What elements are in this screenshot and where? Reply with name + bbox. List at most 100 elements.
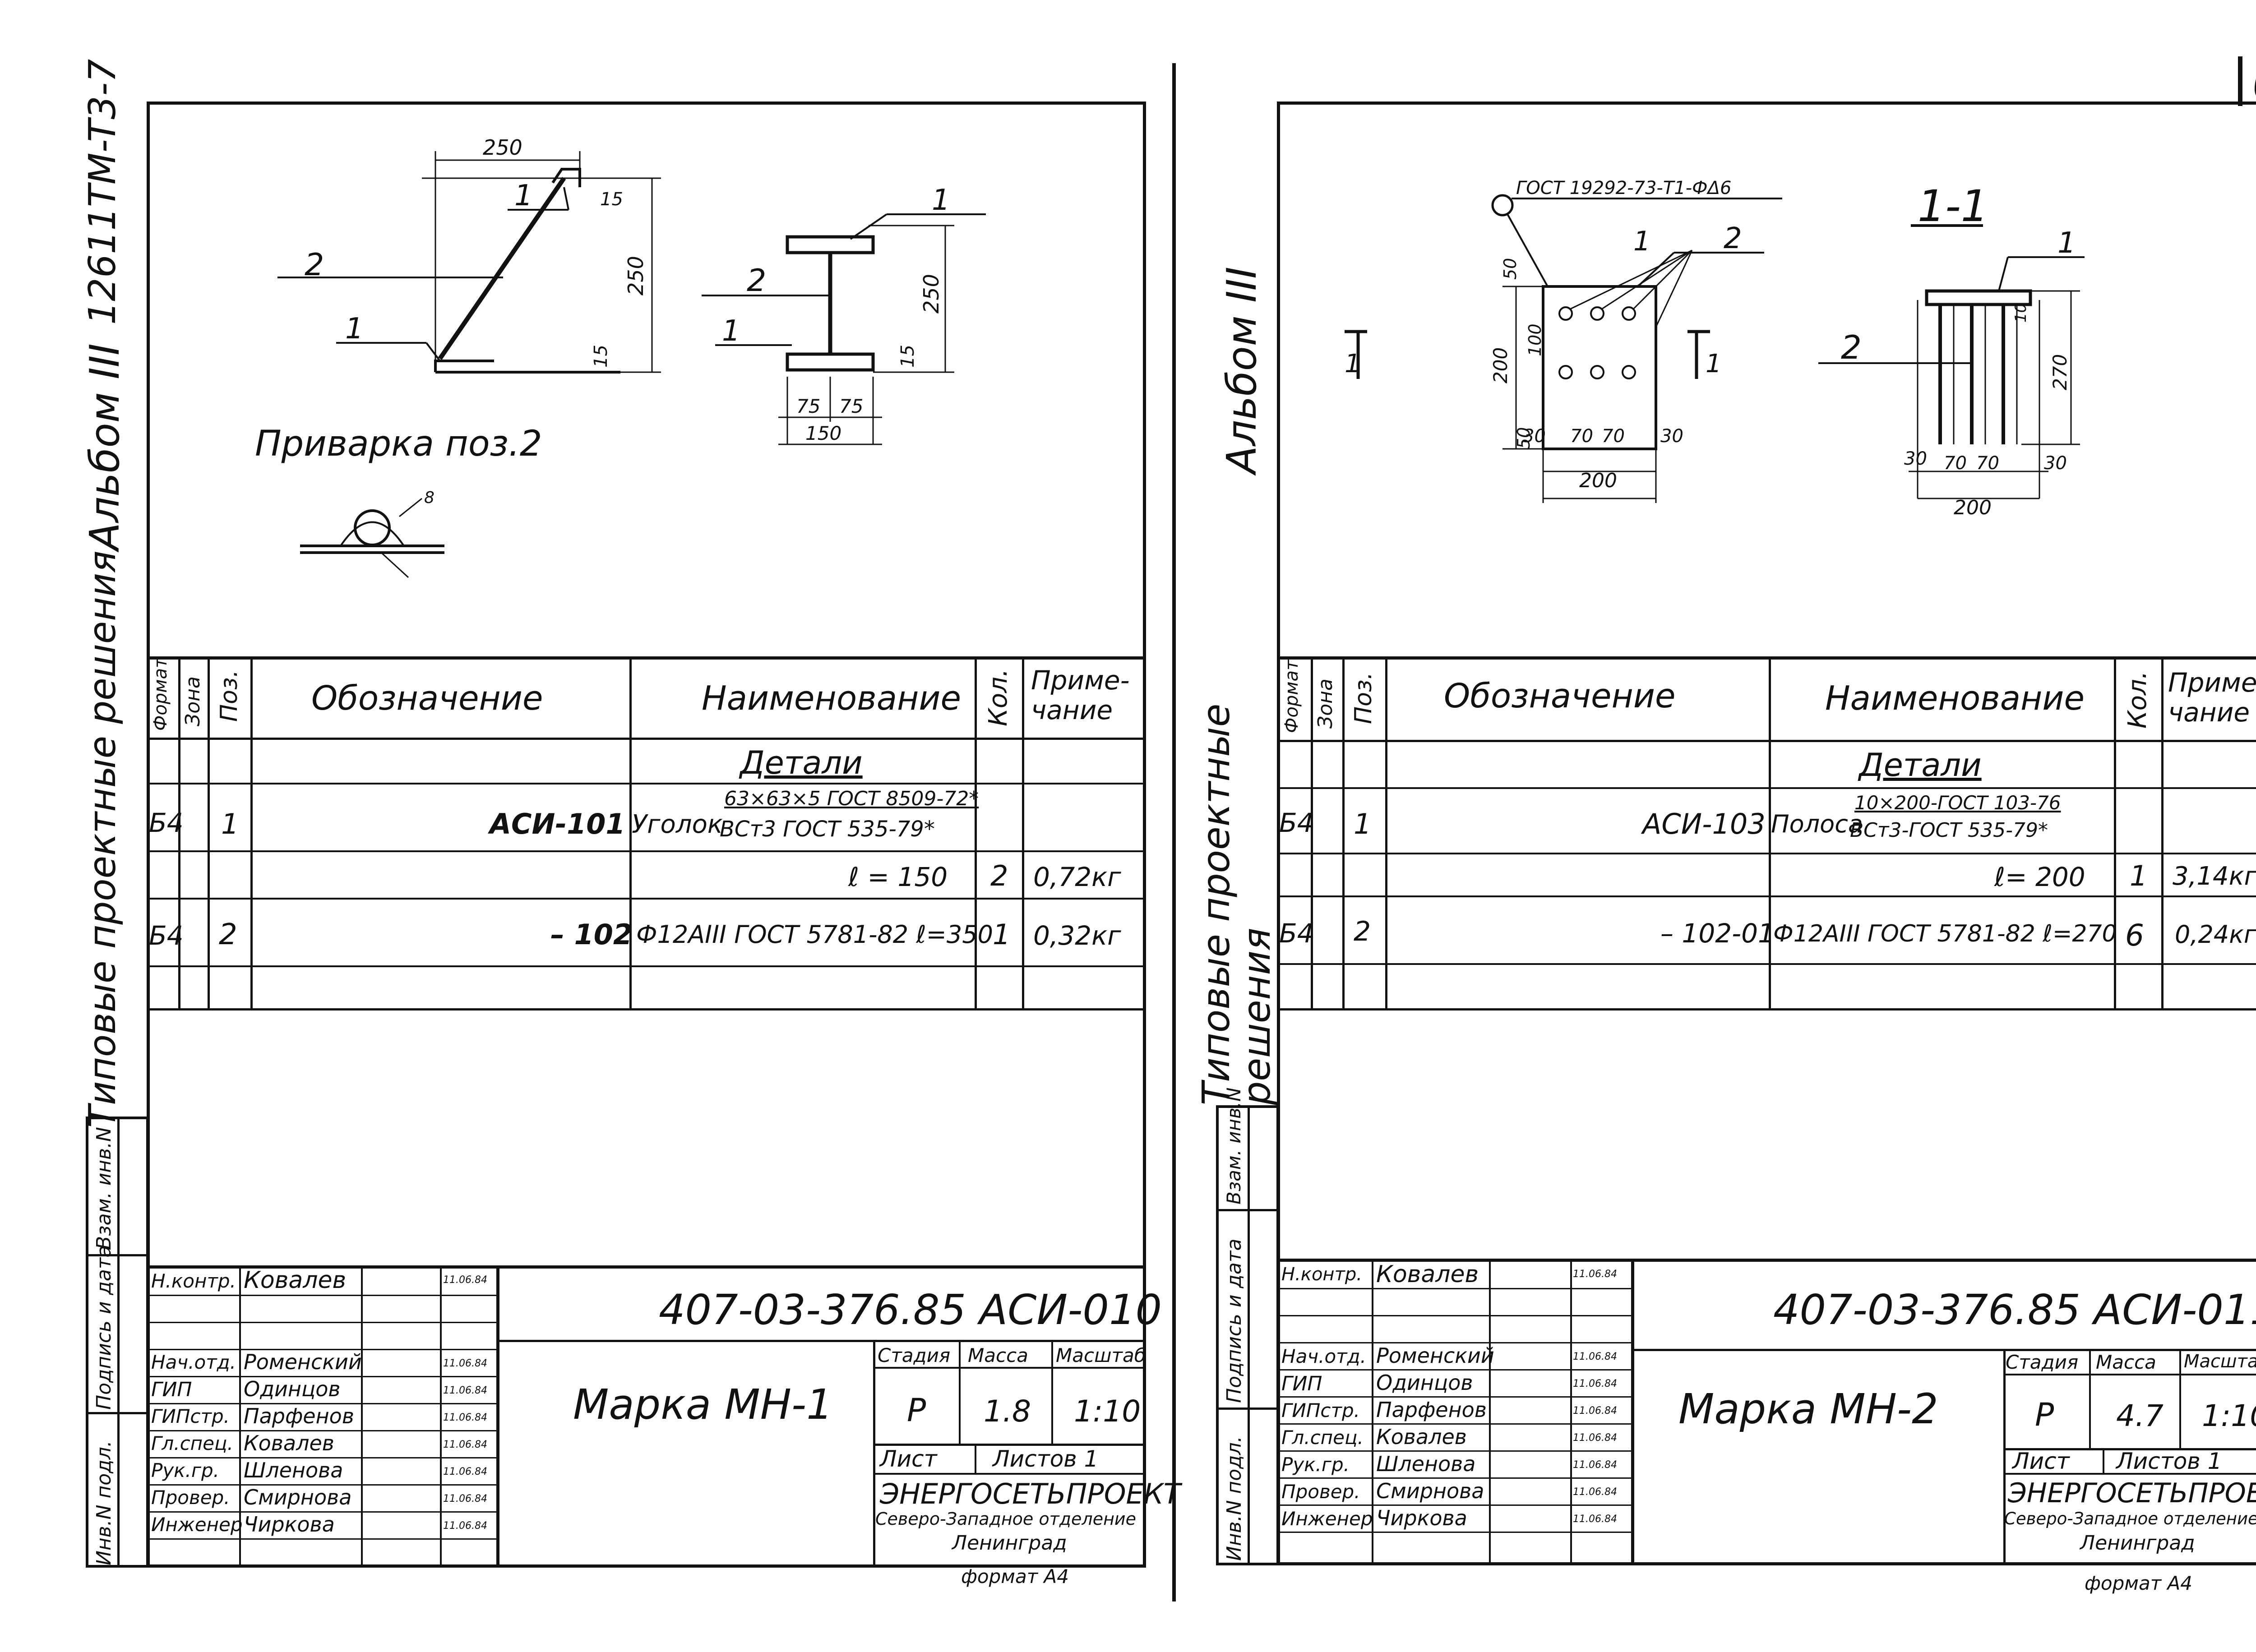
p5-name: Парфенов [244,1404,354,1428]
hdr-format: Формат [1281,660,1302,733]
row3-pos: 2 [1354,916,1371,947]
p4-name: Одинцов [244,1377,341,1401]
dim-s30b: 30 [2044,453,2067,474]
p3-name: Роменский [1376,1343,1494,1368]
p6-role: Гл.спец. [151,1432,233,1454]
p9-role: Инженер [151,1514,243,1536]
hdr-zone: Зона [1314,678,1337,729]
hdr-zone: Зона [181,676,204,726]
p5-date: 11.06.84 [1573,1405,1617,1417]
leader-gost: ГОСТ 19292-73-Т1-ФΔ6 [1516,178,1731,198]
p0-name: Ковалев [1376,1261,1479,1288]
stamp-inv: Инв.N подл. [92,1440,116,1565]
p9-role: Инженер [1281,1508,1373,1530]
hdr-designation: Обозначение [1444,677,1676,715]
frame-right [1277,102,2256,1565]
album-label: Альбом III [81,343,129,550]
dim-10: 10 [2012,303,2030,323]
row1-name-top: 10×200-ГОСТ 103-76 [1854,792,2061,814]
dim-270: 270 [2049,354,2071,390]
row3-qty: 1 [993,918,1011,951]
p4-date: 11.06.84 [1573,1378,1617,1389]
org-branch: Северо-Западное отделение [2004,1509,2256,1528]
row2-name: ℓ= 200 [1994,862,2085,892]
dim-30b: 30 [1660,426,1683,447]
series-code: 12611TM-T3-7 [81,59,124,325]
p4-role: ГИП [1281,1372,1322,1395]
p6-name: Ковалев [1376,1425,1467,1449]
p8-date: 11.06.84 [1573,1486,1617,1498]
dim-8: 8 [424,489,435,507]
p4-date: 11.06.84 [443,1385,487,1396]
pos-1d: 1 [722,314,740,348]
pos-1a: 1 [345,312,364,346]
pos-1b: 1 [2057,226,2076,260]
row3-note: 0,32кг [1033,920,1121,951]
p9-date: 11.06.84 [443,1520,487,1532]
side-label: Типовые проектные решения [1194,703,1279,1105]
format-label-right: формат А4 [2085,1572,2192,1594]
hdr-qty: Кол. [2123,671,2152,729]
p4-role: ГИП [151,1378,192,1401]
dim-75b: 75 [839,395,863,417]
row1-name-bottom: ВСт3 ГОСТ 535-79* [720,817,935,842]
dim-50b: 50 [1514,427,1534,449]
p8-name: Смирнова [1376,1479,1484,1503]
org-city: Ленинград [2080,1532,2195,1555]
stamp-podpis: Подпись и дата [92,1245,116,1410]
dim-15-side: 15 [591,345,611,368]
scale-value: 1:10 [1074,1394,1141,1429]
row3-format: Б4 [1279,918,1314,949]
p7-date: 11.06.84 [1573,1459,1617,1471]
org-name: ЭНЕРГОСЕТЬПРОЕКТ [2008,1477,2256,1509]
sheets-header: Листов 1 [993,1446,1099,1472]
stage-header: Стадия [878,1344,951,1366]
dim-15-i: 15 [897,345,918,368]
row1-name-top: 63×63×5 ГОСТ 8509-72* [724,787,979,810]
p0-date: 11.06.84 [443,1274,487,1286]
sheet-header: Лист [880,1446,937,1472]
row3-designation: – 102 [550,918,633,951]
p3-date: 11.06.84 [1573,1351,1617,1362]
pos-2b: 2 [1841,328,1862,366]
mass-header: Масса [2096,1351,2156,1373]
p8-date: 11.06.84 [443,1493,487,1504]
pos-1c: 1 [932,184,950,217]
scale-value: 1:10 [2202,1398,2256,1433]
doc-code: 407-03-376.85 АСИ-010 [659,1286,1162,1334]
sheets-header: Листов 1 [2116,1448,2222,1474]
row3-designation: – 102-01 [1660,918,1775,949]
sheet-divider [1172,63,1176,1601]
row1-name-a: Уголок [632,810,723,839]
pos-2a: 2 [1724,222,1742,255]
p9-name: Чиркова [244,1512,335,1537]
row1-pos: 1 [221,808,239,840]
p7-role: Рук.гр. [151,1459,219,1481]
row3-name: Ф12АIII ГОСТ 5781-82 ℓ=270 [1773,920,2117,947]
p8-role: Провер. [151,1486,230,1509]
sheet-title: Марка МН-1 [573,1380,833,1429]
sheet-title: Марка МН-2 [1678,1385,1938,1433]
stamp-vzam: Взам. инв.N [1223,1087,1245,1204]
p7-role: Рук.гр. [1281,1454,1350,1476]
pos-1b: 1 [514,179,533,212]
dim-50a: 50 [1500,258,1520,280]
p3-date: 11.06.84 [443,1358,487,1369]
p7-date: 11.06.84 [443,1466,487,1477]
scale-header: Масштаб [2184,1351,2256,1372]
hdr-format: Формат [150,657,171,731]
p0-role: Н.контр. [151,1270,236,1292]
row1-pos: 1 [1354,808,1372,840]
row3-format: Б4 [149,920,184,951]
p8-role: Провер. [1281,1481,1360,1503]
stage-value: Р [907,1392,926,1429]
p5-date: 11.06.84 [443,1412,487,1423]
row3-qty: 6 [2125,918,2144,953]
org-name: ЭНЕРГОСЕТЬПРОЕКТ [880,1477,1181,1510]
hdr-name: Наименование [702,679,962,718]
row1-format: Б4 [149,808,184,838]
p4-name: Одинцов [1376,1371,1473,1395]
section-label: 1-1 [1918,181,1988,231]
hdr-qty: Кол. [984,669,1013,726]
org-branch: Северо-Западное отделение [875,1509,1136,1529]
